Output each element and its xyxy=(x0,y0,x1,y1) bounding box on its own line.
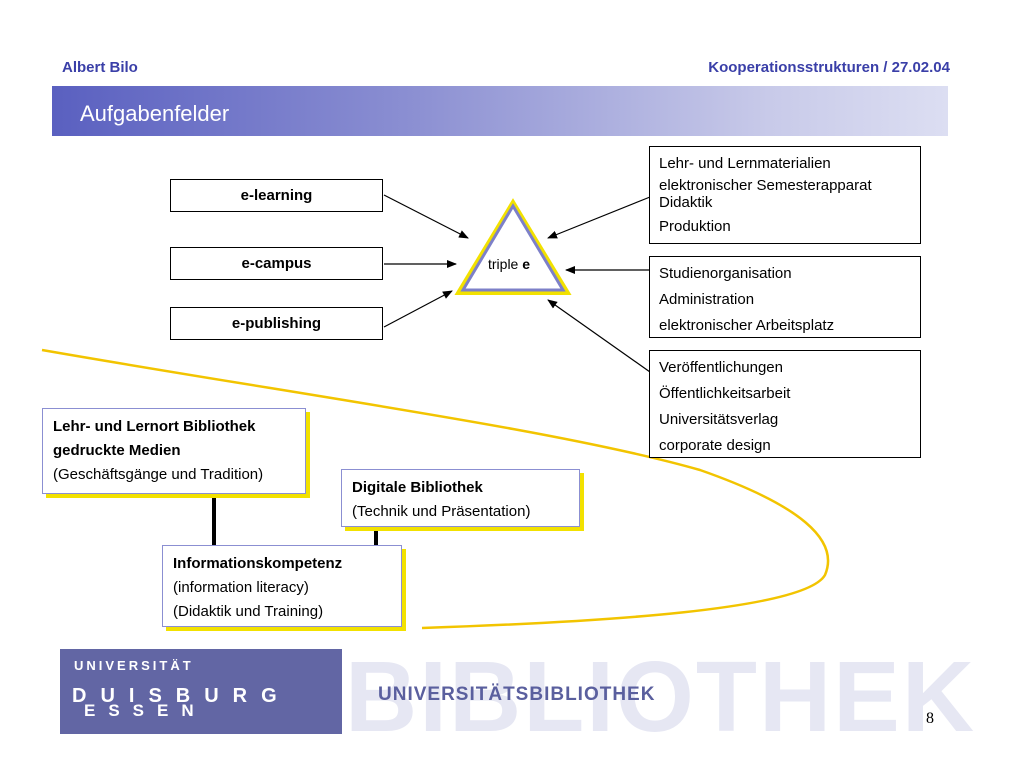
logo-university: UNIVERSITÄT xyxy=(74,658,194,673)
list-item: Administration xyxy=(659,291,755,308)
triangle-label: triple e xyxy=(488,256,530,272)
list-item: Lehr- und Lernmaterialien xyxy=(659,155,831,172)
box-heading: Informationskompetenz xyxy=(173,555,343,572)
box-subheading: gedruckte Medien xyxy=(53,442,181,459)
box-heading: Digitale Bibliothek xyxy=(352,479,483,496)
list-item: Universitätsverlag xyxy=(659,411,779,428)
box-digitale-bibliothek: Digitale Bibliothek (Technik und Präsent… xyxy=(341,469,580,527)
triangle-outer xyxy=(454,198,572,295)
box-studienorganisation: Studienorganisation Administration elekt… xyxy=(649,256,921,338)
library-name: UNIVERSITÄTSBIBLIOTHEK xyxy=(378,684,656,705)
box-note: (Technik und Präsentation) xyxy=(352,503,531,520)
list-item: elektronischer Arbeitsplatz xyxy=(659,317,835,334)
box-veroeffentlichungen: Veröffentlichungen Öffentlichkeitsarbeit… xyxy=(649,350,921,458)
title-bar xyxy=(52,86,948,136)
arrow-e-publishing xyxy=(383,290,453,328)
box-e-learning: e-learning xyxy=(170,179,383,212)
page-number: 8 xyxy=(926,710,934,727)
bibliothek-watermark: BIBLIOTHEK xyxy=(345,641,977,753)
box-e-campus: e-campus xyxy=(170,247,383,280)
list-item: Veröffentlichungen xyxy=(659,359,783,376)
box-note: (information literacy) xyxy=(173,579,309,596)
yellow-curve xyxy=(41,348,830,630)
list-item: Produktion xyxy=(659,218,731,235)
list-item: Öffentlichkeitsarbeit xyxy=(659,385,791,402)
box-heading: Lehr- und Lernort Bibliothek xyxy=(53,418,256,435)
list-item: Studienorganisation xyxy=(659,265,792,282)
list-item: elektronischer Semesterapparat xyxy=(659,177,872,194)
triangle-label-suffix: e xyxy=(522,256,531,272)
triangle-inner xyxy=(460,203,566,292)
logo-duisburg: DUISBURG xyxy=(72,685,291,707)
box-note: (Geschäftsgänge und Tradition) xyxy=(53,466,264,483)
arrow-e-learning xyxy=(383,194,469,239)
box-informationskompetenz: Informationskompetenz (information liter… xyxy=(162,545,402,627)
triangle-label-prefix: triple xyxy=(488,256,523,272)
arrow-veroeffentlichungen xyxy=(547,299,651,373)
box-lernmaterialien: Lehr- und Lernmaterialien elektronischer… xyxy=(649,146,921,244)
university-logo: UNIVERSITÄT DUISBURG ESSEN xyxy=(60,649,342,734)
slide-title: Aufgabenfelder xyxy=(80,101,230,126)
box-e-publishing: e-publishing xyxy=(170,307,383,340)
box-lernort-bibliothek: Lehr- und Lernort Bibliothek gedruckte M… xyxy=(42,408,306,494)
author-name: Albert Bilo xyxy=(62,59,138,76)
list-item: Didaktik xyxy=(659,194,713,211)
arrow-lernmaterialien xyxy=(547,196,651,239)
box-note: (Didaktik und Training) xyxy=(173,603,324,620)
slide-subject: Kooperationsstrukturen / 27.02.04 xyxy=(708,59,950,76)
logo-essen: ESSEN xyxy=(84,701,207,720)
list-item: corporate design xyxy=(659,437,771,454)
